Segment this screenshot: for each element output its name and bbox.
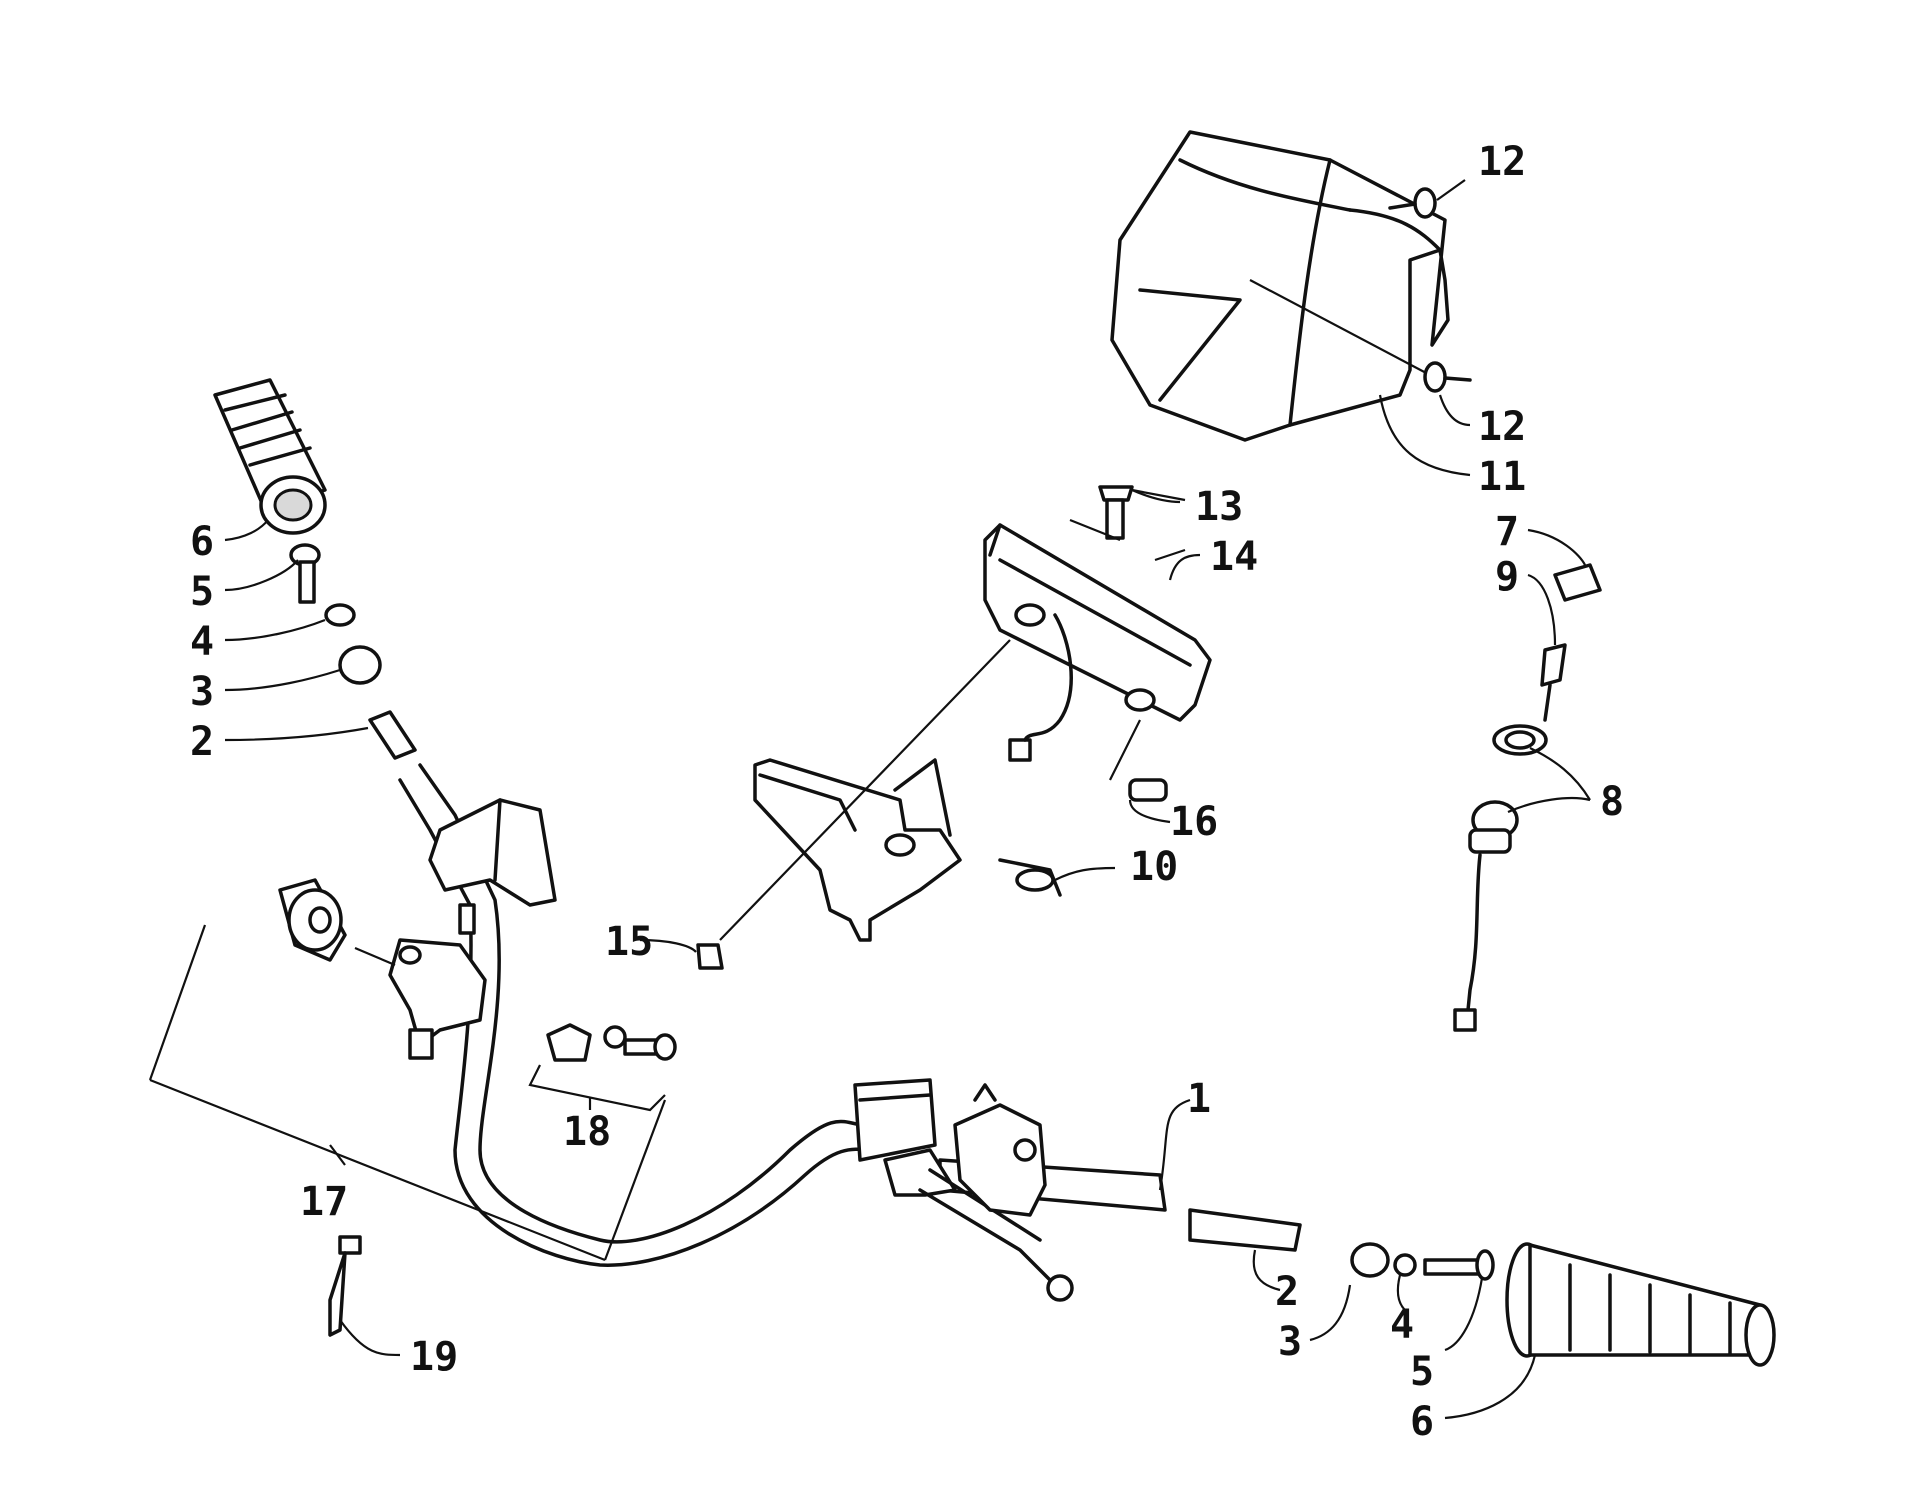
right-switch-housing [953,1083,1047,1217]
callout-4-right: 4 [1390,1302,1414,1348]
screw-12-top [1388,179,1466,219]
callout-10: 10 [1130,844,1178,890]
clip-15 [639,938,724,970]
left-switch-housing [428,798,557,935]
callout-8: 8 [1600,779,1624,825]
speedometer-part [983,518,1212,802]
callout-1: 1 [1187,1076,1211,1122]
leader-11 [1378,394,1471,477]
callout-19: 19 [410,1334,458,1380]
callout-14: 14 [1210,534,1258,580]
callout-13: 13 [1195,484,1243,530]
callout-9: 9 [1495,554,1519,600]
ignition-switch-8 [1453,747,1591,1032]
throttle-cover-part [278,878,347,962]
right-insert-2 [1188,1208,1302,1292]
leader-14 [1168,553,1201,581]
callout-4-left: 4 [190,619,214,665]
left-insert-2 [224,710,417,760]
callout-18: 18 [563,1109,611,1155]
callout-12-top: 12 [1478,139,1526,185]
right-end-cap-3 [1309,1242,1390,1342]
throttle-housing-part [354,938,487,1060]
grommet-8 [1492,724,1548,756]
cap-7 [1527,528,1602,602]
callout-3-right: 3 [1278,1319,1302,1365]
callout-2-left: 2 [190,719,214,765]
callout-16: 16 [1170,799,1218,845]
callout-17: 17 [300,1179,348,1225]
callout-2-right: 2 [1275,1269,1299,1315]
callout-7: 7 [1495,509,1519,555]
callout-5-right: 5 [1410,1349,1434,1395]
right-grip-part [1444,1242,1776,1420]
left-grip-part [213,378,327,535]
leader-10 [1054,866,1116,881]
leader-13 [1131,488,1181,504]
callout-15: 15 [605,919,653,965]
callout-12-bottom: 12 [1478,404,1526,450]
headlight-cover-part [1110,130,1450,442]
left-washer-4 [224,603,356,642]
leader-16 [1128,799,1171,824]
right-bolt-5 [1423,1249,1495,1352]
clamp-18 [528,1023,677,1112]
leader-15-line [719,639,1011,941]
left-bolt-5 [224,543,321,604]
callout-11: 11 [1478,454,1526,500]
screw-12-bottom [1423,361,1472,427]
callout-3-left: 3 [190,669,214,715]
leader-6-left [224,519,269,542]
callout-5-left: 5 [190,569,214,615]
mounting-bracket-part [753,758,1062,942]
key-9 [1527,573,1567,722]
left-end-cap-3 [224,645,382,692]
screw-13 [1098,485,1186,540]
callout-6-right: 6 [1410,1399,1434,1445]
leader-17 [148,924,667,1262]
right-washer-4 [1393,1253,1417,1311]
callout-6-left: 6 [190,519,214,565]
cable-19 [328,1235,401,1357]
